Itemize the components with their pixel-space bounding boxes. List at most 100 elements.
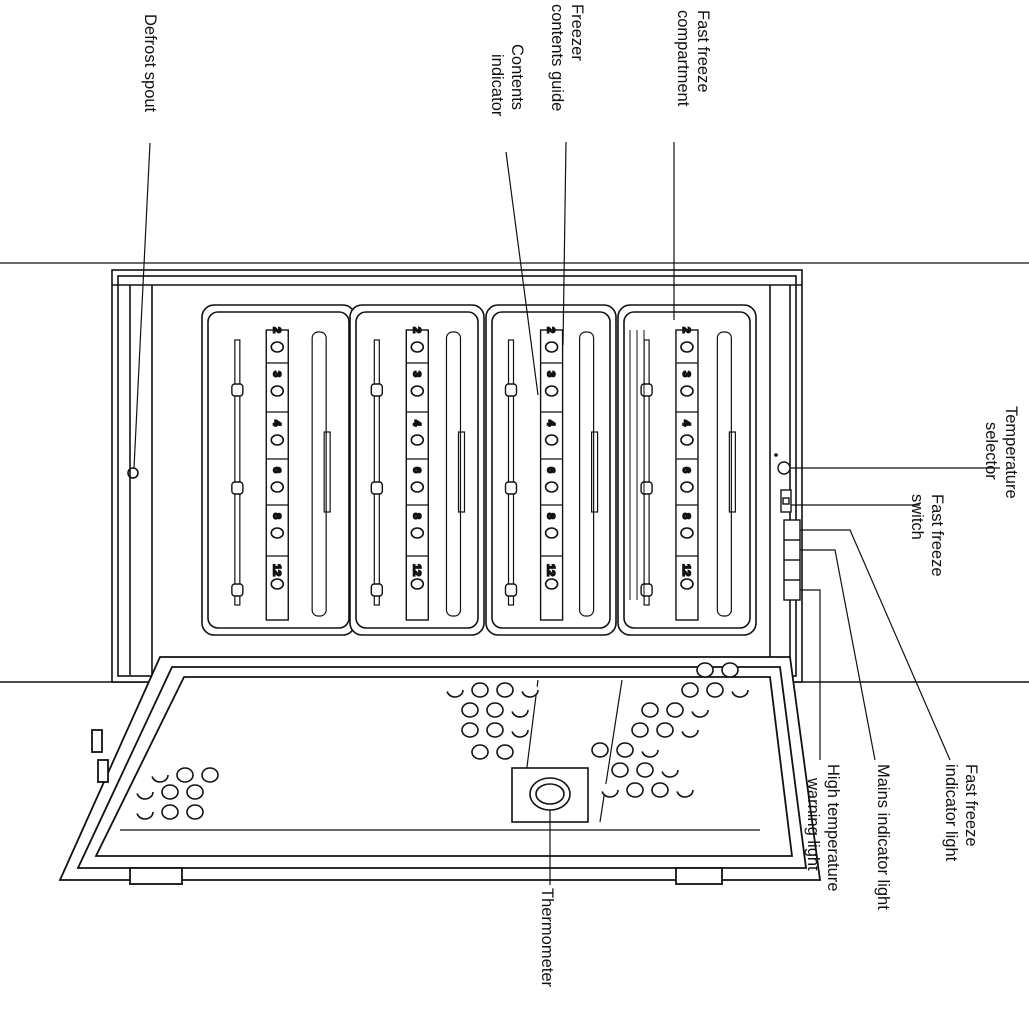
guide-month-number: 4 <box>270 420 282 427</box>
lid-dimple <box>521 682 539 698</box>
lid-dimple <box>486 702 504 718</box>
lid-dimple <box>496 744 514 760</box>
guide-month-number: 8 <box>545 513 557 519</box>
lid-dimples <box>136 662 749 820</box>
lid-dimple <box>656 722 674 738</box>
lid-dimple <box>186 804 204 820</box>
lid-dimple <box>731 682 749 698</box>
guide-month-number: 12 <box>545 564 557 576</box>
guide-month-number: 4 <box>680 420 692 427</box>
lid-dimple <box>661 762 679 778</box>
guide-month-number: 8 <box>270 513 282 519</box>
lid-dimple <box>471 682 489 698</box>
defrost-spout-knob <box>127 467 139 479</box>
lid-dimple <box>641 742 659 758</box>
lid-dimple <box>721 662 739 678</box>
label-fast-freeze-switch: Fast freeze switch <box>908 494 946 581</box>
lid-dimple <box>651 782 669 798</box>
lid-dimple <box>161 784 179 800</box>
lid-dimple <box>136 804 154 820</box>
lid-dimple <box>681 722 699 738</box>
label-mains-indicator-light: Mains indicator light <box>874 764 892 910</box>
guide-month-number: 8 <box>410 513 422 519</box>
lid-dimple <box>666 702 684 718</box>
label-defrost-spout: Defrost spout <box>141 14 159 113</box>
contents-guide-strip: 2 3 4 6 8 12 <box>405 326 429 621</box>
lid-dimple <box>591 742 609 758</box>
lid-dimple <box>161 804 179 820</box>
lid-dimple <box>681 682 699 698</box>
leader-lines <box>133 141 1000 885</box>
leader-high-temperature-warning-light <box>800 589 821 760</box>
lid-dimple <box>601 782 619 798</box>
guide-month-number: 8 <box>680 513 692 519</box>
lid-dimple <box>496 682 514 698</box>
guide-month-number: 2 <box>270 327 282 333</box>
guide-month-number: 3 <box>270 371 282 377</box>
lid-dimple <box>616 742 634 758</box>
leader-defrost-spout <box>133 142 151 469</box>
contents-guide-strip: 2 3 4 6 8 12 <box>539 326 564 621</box>
guide-month-number: 12 <box>680 564 692 576</box>
label-temperature-selector: Temperature selector <box>982 406 1020 503</box>
freezer-lid <box>58 656 822 885</box>
freezer-basket: 2 3 4 6 8 12 <box>201 304 356 636</box>
lid-dimple <box>201 767 219 783</box>
guide-month-number: 6 <box>680 467 692 473</box>
contents-guide-strip: 2 3 4 6 8 12 <box>265 326 289 621</box>
guide-month-number: 3 <box>680 371 692 377</box>
contents-indicator-slider <box>370 339 383 606</box>
guide-month-number: 3 <box>545 371 557 377</box>
lid-dimple <box>136 784 154 800</box>
guide-month-number: 12 <box>270 564 282 576</box>
guide-month-number: 6 <box>410 467 422 473</box>
guide-month-number: 2 <box>410 327 422 333</box>
label-fast-freeze-indicator-light: Fast freeze indicator light <box>942 764 980 862</box>
lid-dimple <box>706 682 724 698</box>
guide-month-number: 12 <box>410 564 422 576</box>
freezer-basket: 2 3 4 6 8 12 <box>485 304 617 636</box>
freezer-basket: 2 3 4 6 8 12 <box>349 304 485 636</box>
leader-mains-indicator-light <box>800 549 876 761</box>
lid-dimple <box>471 744 489 760</box>
lid-dimple <box>696 662 714 678</box>
lid-dimple <box>676 782 694 798</box>
guide-month-number: 6 <box>545 467 557 473</box>
lid-dimple <box>631 722 649 738</box>
lid-dimple <box>691 702 709 718</box>
lid-dimple <box>186 784 204 800</box>
guide-month-number: 2 <box>545 327 557 333</box>
lid-dimple <box>486 722 504 738</box>
guide-month-number: 4 <box>410 420 422 427</box>
lid-dimple <box>511 722 529 738</box>
lid-dimple <box>461 722 479 738</box>
label-contents-indicator: Contents indicator <box>488 44 526 117</box>
lid-dimple <box>461 702 479 718</box>
lid-dimple <box>151 767 169 783</box>
lid-dimple <box>511 702 529 718</box>
temperature-selector-knob <box>777 461 791 475</box>
lid-dimple <box>446 682 464 698</box>
contents-indicator-slider <box>504 339 518 606</box>
leader-freezer-contents-guide <box>562 141 567 346</box>
label-freezer-contents-guide: Freezer contents guide <box>548 4 586 111</box>
leader-fast-freeze-indicator-light <box>800 529 951 761</box>
control-panel <box>774 453 801 601</box>
guide-month-number: 3 <box>410 371 422 377</box>
lid-dimple <box>176 767 194 783</box>
guide-month-number: 6 <box>270 467 282 473</box>
label-thermometer: Thermometer <box>538 888 556 988</box>
label-high-temperature-warning-light: High temperature warning light <box>804 764 842 896</box>
lid-dimple <box>611 762 629 778</box>
lid-dimple <box>641 702 659 718</box>
contents-indicator-slider <box>231 339 244 606</box>
guide-month-number: 4 <box>545 420 557 427</box>
lid-dimple <box>636 762 654 778</box>
lid-dimple <box>626 782 644 798</box>
label-fast-freeze-compartment: Fast freeze compartment <box>674 10 712 107</box>
